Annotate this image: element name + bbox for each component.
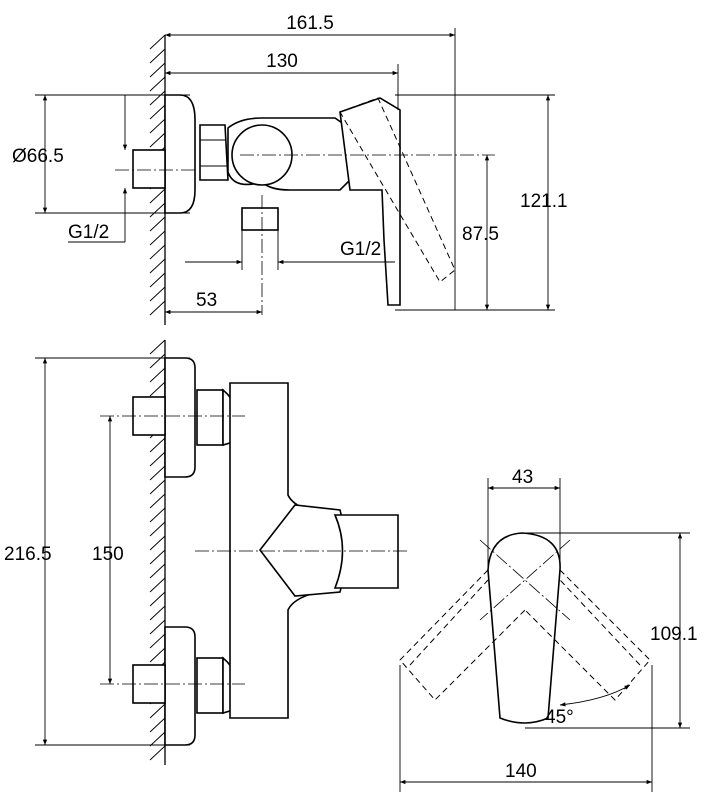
- top-view: 216.5 150: [4, 339, 410, 765]
- lever-view: 43 109.1 45° 140: [399, 467, 698, 792]
- hatch-line: [149, 272, 166, 288]
- nut: [199, 124, 229, 181]
- escutcheon: [164, 94, 196, 214]
- hatch-line: [149, 507, 166, 523]
- escutcheon-lower: [164, 626, 196, 746]
- hatch-line: [149, 118, 166, 134]
- hatch-line: [149, 230, 166, 246]
- hatch-line: [149, 745, 166, 761]
- hatch-line: [149, 451, 166, 467]
- hatch-line: [149, 90, 166, 106]
- hatch-line: [149, 244, 166, 260]
- dim-body-depth: 130: [266, 51, 298, 72]
- hatch-line: [149, 258, 166, 274]
- side-view: 161.5 130 Ø66.5 G1/2 G1/2 87.5 121.1 53: [12, 13, 568, 325]
- dim-outlet-height: 87.5: [462, 224, 499, 245]
- hatch-line: [149, 339, 166, 355]
- dim-overall-width: 216.5: [4, 544, 52, 565]
- hatch-line: [149, 216, 166, 232]
- dim-total-height: 121.1: [520, 191, 568, 212]
- hatch-line: [149, 493, 166, 509]
- hatch-line: [149, 535, 166, 551]
- hatch-line: [149, 437, 166, 453]
- hatch-line: [149, 619, 166, 635]
- hatch-line: [149, 731, 166, 747]
- hatch-line: [149, 647, 166, 663]
- hatch-line: [149, 76, 166, 92]
- hatch-line: [149, 300, 166, 316]
- hatch-line: [149, 591, 166, 607]
- inlet-pipe: [132, 149, 166, 189]
- outlet-nipple: [241, 207, 279, 231]
- hatch-line: [149, 202, 166, 218]
- lever-outline: [487, 532, 561, 724]
- dim-overall-depth: 161.5: [286, 13, 334, 34]
- hatch-line: [149, 703, 166, 719]
- hatch-line: [149, 465, 166, 481]
- hatch-line: [149, 132, 166, 148]
- dim-inlet-thread: G1/2: [68, 222, 109, 243]
- hatch-line: [149, 353, 166, 369]
- dim-lever-width: 43: [512, 467, 533, 488]
- dim-lever-height: 109.1: [650, 624, 698, 645]
- hatch-line: [149, 479, 166, 495]
- hatch-line: [149, 62, 166, 78]
- dim-escutcheon-diameter: Ø66.5: [12, 146, 64, 167]
- hatch-line: [149, 605, 166, 621]
- hatch-line: [149, 549, 166, 565]
- hatch-line: [149, 563, 166, 579]
- hatch-line: [149, 286, 166, 302]
- hatch-line: [149, 577, 166, 593]
- hatch-line: [149, 104, 166, 120]
- hatch-line: [149, 381, 166, 397]
- dim-outlet-offset: 53: [196, 290, 217, 311]
- hatch-line: [149, 48, 166, 64]
- hatch-line: [149, 521, 166, 537]
- dim-lever-swing: 140: [505, 761, 537, 782]
- escutcheon-upper: [164, 357, 196, 478]
- hatch-line: [149, 633, 166, 649]
- dim-inlet-spacing: 150: [92, 544, 124, 565]
- hatch-line: [149, 717, 166, 733]
- dim-outlet-thread: G1/2: [340, 239, 381, 260]
- hatch-line: [149, 367, 166, 383]
- lever-handle: [339, 97, 401, 306]
- hatch-line: [149, 188, 166, 204]
- hatch-line: [149, 34, 166, 50]
- dim-lever-angle: 45°: [545, 707, 574, 728]
